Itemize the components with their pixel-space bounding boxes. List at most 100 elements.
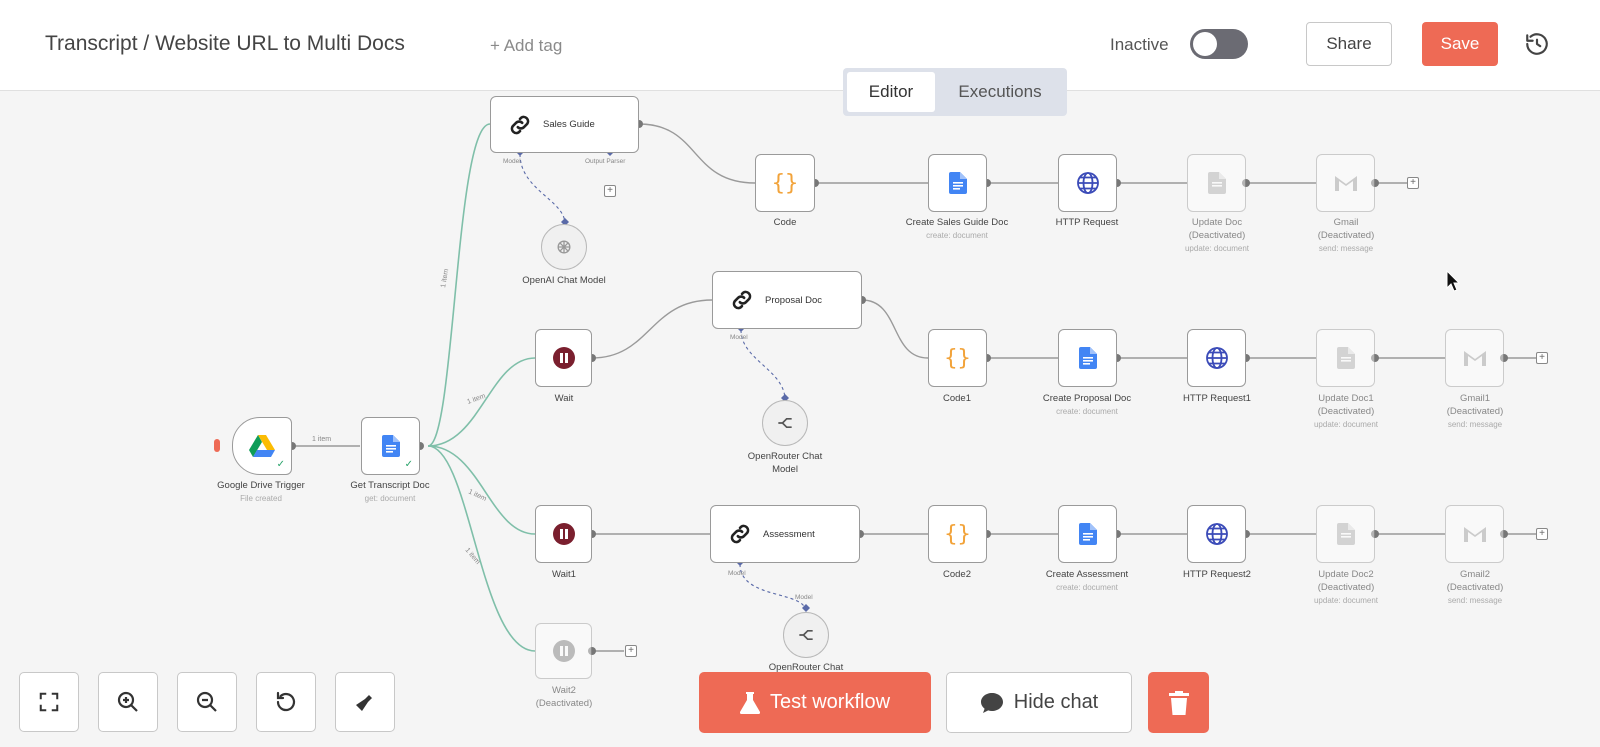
node-openrouter-chat-model[interactable]	[762, 400, 808, 446]
link-chain-icon	[732, 290, 752, 310]
openrouter-icon	[799, 630, 813, 640]
node-code2[interactable]: {}	[928, 505, 987, 563]
google-docs-icon	[1078, 523, 1097, 545]
node-wait2[interactable]	[535, 623, 592, 679]
trash-icon	[1168, 690, 1189, 715]
hide-chat-button[interactable]: Hide chat	[946, 672, 1132, 733]
node-create-assessment[interactable]	[1058, 505, 1117, 563]
gmail-icon	[1463, 527, 1486, 542]
node-proposal-doc[interactable]: Proposal Doc	[712, 271, 862, 329]
node-wait1[interactable]	[535, 505, 592, 563]
node-update-doc[interactable]	[1187, 154, 1246, 212]
add-node-button[interactable]: +	[625, 645, 637, 657]
gmail-icon	[1334, 176, 1357, 191]
port-label-model: Model	[730, 334, 748, 341]
node-update-doc2[interactable]	[1316, 505, 1375, 563]
reset-zoom-button[interactable]	[256, 672, 316, 732]
node-label: HTTP Request1	[1183, 393, 1251, 404]
code-braces-icon: {}	[771, 170, 799, 196]
node-openai-chat-model[interactable]	[541, 224, 587, 270]
node-google-drive-trigger[interactable]: ✓	[232, 417, 292, 475]
flask-icon	[739, 691, 760, 714]
tab-executions[interactable]: Executions	[958, 82, 1042, 101]
node-label: OpenAI Chat Model	[522, 275, 606, 286]
node-code[interactable]: {}	[755, 154, 815, 212]
pause-icon	[552, 347, 575, 369]
node-openrouter-chat-model-2[interactable]	[783, 612, 829, 658]
node-title: Sales Guide	[543, 119, 595, 130]
node-sales-guide[interactable]: Sales Guide	[490, 96, 639, 153]
success-check-icon: ✓	[404, 459, 413, 470]
node-title: Assessment	[763, 528, 815, 540]
node-http-request2[interactable]	[1187, 505, 1246, 563]
port-label-model: Model	[728, 570, 746, 577]
add-node-button[interactable]: +	[1536, 528, 1548, 540]
code-braces-icon: {}	[944, 345, 971, 371]
save-button[interactable]: Save	[1422, 22, 1498, 66]
active-toggle[interactable]	[1190, 29, 1248, 59]
node-label: Gmail2(Deactivated)send: message	[1446, 569, 1504, 605]
node-label: Code2	[943, 569, 971, 580]
delete-button[interactable]	[1148, 672, 1209, 733]
node-wait[interactable]	[535, 329, 592, 387]
add-output-parser-button[interactable]: +	[604, 185, 616, 197]
node-label: Update Doc(Deactivated)update: document	[1184, 217, 1250, 253]
node-http-request[interactable]	[1058, 154, 1117, 212]
node-code1[interactable]: {}	[928, 329, 987, 387]
zoom-in-icon	[117, 691, 138, 712]
node-create-proposal-doc[interactable]	[1058, 329, 1117, 387]
node-gmail[interactable]	[1316, 154, 1375, 212]
history-icon[interactable]	[1524, 31, 1550, 57]
share-button[interactable]: Share	[1306, 22, 1392, 66]
add-node-button[interactable]: +	[1536, 352, 1548, 364]
editor-tabs: Editor Executions	[843, 68, 1067, 116]
globe-icon	[1076, 172, 1099, 194]
port-label-model: Model	[503, 158, 521, 165]
node-label: Gmail1(Deactivated)send: message	[1446, 393, 1504, 429]
node-http-request1[interactable]	[1187, 329, 1246, 387]
test-workflow-button[interactable]: Test workflow	[699, 672, 931, 733]
node-label: Code	[773, 217, 797, 228]
node-gmail1[interactable]	[1445, 329, 1504, 387]
google-docs-icon	[1336, 523, 1355, 545]
broom-icon	[356, 693, 374, 711]
fit-view-button[interactable]	[19, 672, 79, 732]
link-chain-icon	[730, 524, 750, 544]
workflow-title[interactable]: Transcript / Website URL to Multi Docs	[45, 32, 405, 55]
node-gmail2[interactable]	[1445, 505, 1504, 563]
node-label: Wait2(Deactivated)	[535, 685, 593, 709]
node-label: Gmail(Deactivated)send: message	[1317, 217, 1375, 253]
add-node-button[interactable]: +	[1407, 177, 1419, 189]
trigger-bolt-icon	[214, 439, 220, 452]
node-label: Code1	[943, 393, 971, 404]
node-get-transcript-doc[interactable]: ✓	[361, 417, 420, 475]
link-chain-icon	[510, 115, 530, 134]
zoom-out-button[interactable]	[177, 672, 237, 732]
active-status-label: Inactive	[1110, 35, 1169, 54]
node-label: Update Doc1(Deactivated)update: document	[1313, 393, 1379, 429]
undo-icon	[276, 691, 296, 712]
google-docs-icon	[381, 435, 400, 457]
zoom-in-button[interactable]	[98, 672, 158, 732]
add-tag-link[interactable]: + Add tag	[490, 36, 563, 55]
zoom-out-icon	[196, 691, 217, 712]
tab-editor[interactable]: Editor	[847, 72, 935, 112]
node-create-sales-guide-doc[interactable]	[928, 154, 987, 212]
google-docs-icon	[1336, 347, 1355, 369]
node-update-doc1[interactable]	[1316, 329, 1375, 387]
google-docs-icon	[948, 172, 967, 194]
tidy-up-button[interactable]	[335, 672, 395, 732]
node-label: HTTP Request	[1055, 217, 1119, 228]
gmail-icon	[1463, 351, 1486, 366]
node-assessment[interactable]: Assessment	[710, 505, 860, 563]
google-docs-icon	[1207, 172, 1226, 194]
globe-icon	[1205, 523, 1228, 545]
connection-label: 1 item	[312, 436, 331, 443]
fullscreen-icon	[39, 692, 59, 712]
mouse-cursor-icon	[1446, 270, 1460, 292]
